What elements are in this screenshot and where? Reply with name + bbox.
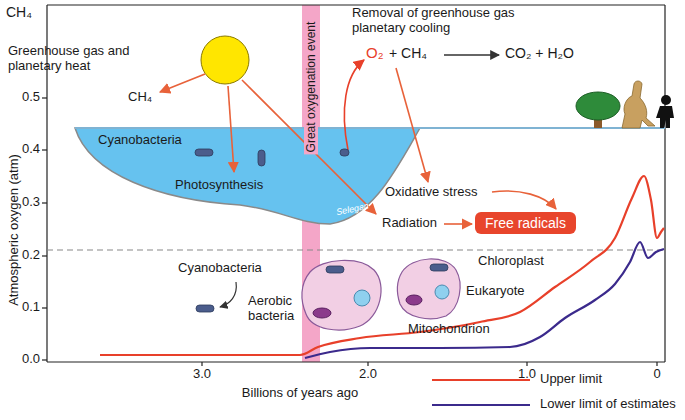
oxygen-curve [305,242,664,358]
organelle-label: Chloroplast [478,254,544,269]
note: Greenhouse gas and planetary heat [8,44,130,74]
axis-title: Atmospheric oxygen (atm) [7,154,22,306]
axis-title: Billions of years ago [242,386,358,401]
process-label: Oxidative stress [385,185,477,200]
sun-rays [160,68,556,224]
organism-label: Aerobic bacteria [248,294,304,324]
surface-line [75,127,665,129]
lineage-arrow [220,282,236,307]
legend-sample [432,379,530,381]
ocean [75,128,420,224]
oxygen-arrow [344,60,364,150]
present-level-line [47,249,665,250]
tick-label: 0.4 [16,142,40,157]
eukaryote-cells [302,259,460,330]
oxygen-curve [100,176,664,355]
land-life [576,81,674,128]
legend-label: Upper limit [540,372,602,387]
chemical-formula: CH₄ [128,90,152,105]
organism-label: Cyanobacteria [98,133,182,148]
organelle-label: Mitochondrion [408,322,490,337]
organism-label: Eukaryote [466,284,525,299]
process-label: Photosynthesis [175,178,263,193]
chemical-formula: CH₄ [6,4,32,20]
legend-sample [432,404,530,406]
organism-label: Cyanobacteria [178,261,262,276]
axes [42,5,665,366]
tick-label: 0.2 [16,248,40,263]
tick-label: 0.1 [16,300,40,315]
tick-label: 0.0 [16,352,40,367]
chemical-formula: O₂ [366,44,384,61]
chemical-formula: CO₂ + H₂O [505,45,574,61]
legend-label: Lower limit of estimates [540,397,676,412]
tick-label: 1.0 [518,367,536,382]
tick-label: 2.0 [359,367,377,382]
sun [201,36,249,84]
note: Removal of greenhouse gas planetary cool… [352,6,557,36]
tick-label: 0.3 [16,195,40,210]
tick-label: 0 [653,367,660,382]
process-label: Radiation [382,216,437,231]
tick-label: 0.5 [16,90,40,105]
reaction-arrow [444,54,499,55]
event-label: Great oxygenation event [304,20,318,155]
result-box: Free radicals [475,212,576,234]
chemical-formula: + CH₄ [389,45,427,61]
tick-label: 3.0 [193,367,211,382]
result-label: Free radicals [485,215,566,231]
event-band: Great oxygenation event [302,5,320,362]
